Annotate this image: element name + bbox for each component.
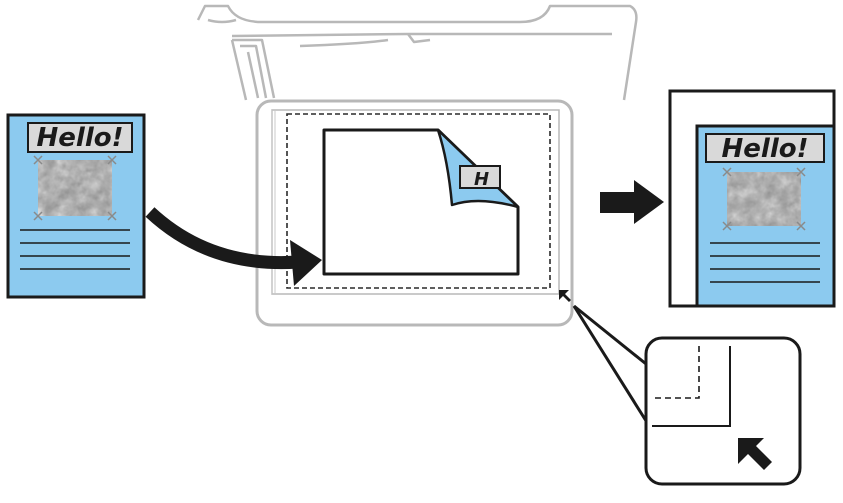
scanner: H bbox=[196, 4, 638, 327]
original-flyer: Hello! bbox=[6, 113, 146, 299]
copied-output-photo bbox=[722, 167, 806, 231]
placed-document: H bbox=[322, 128, 520, 276]
copied-output-page: Hello! bbox=[668, 89, 836, 308]
original-flyer-title: Hello! bbox=[37, 123, 124, 153]
scan-area-dashed bbox=[286, 113, 551, 289]
right-arrow-icon bbox=[600, 180, 664, 224]
copied-output-title: Hello! bbox=[722, 134, 809, 164]
original-flyer-photo bbox=[33, 155, 117, 221]
corner-pointer-icon-small bbox=[559, 290, 571, 302]
callout-scan-corner bbox=[652, 346, 731, 427]
zoom-callout bbox=[559, 290, 802, 486]
placed-document-title: H bbox=[474, 169, 489, 190]
curved-arrow-icon bbox=[145, 207, 322, 286]
scanner-lid bbox=[196, 4, 638, 101]
copied-output-lines bbox=[710, 242, 820, 283]
original-flyer-lines bbox=[20, 229, 130, 270]
corner-pointer-icon bbox=[738, 438, 772, 470]
